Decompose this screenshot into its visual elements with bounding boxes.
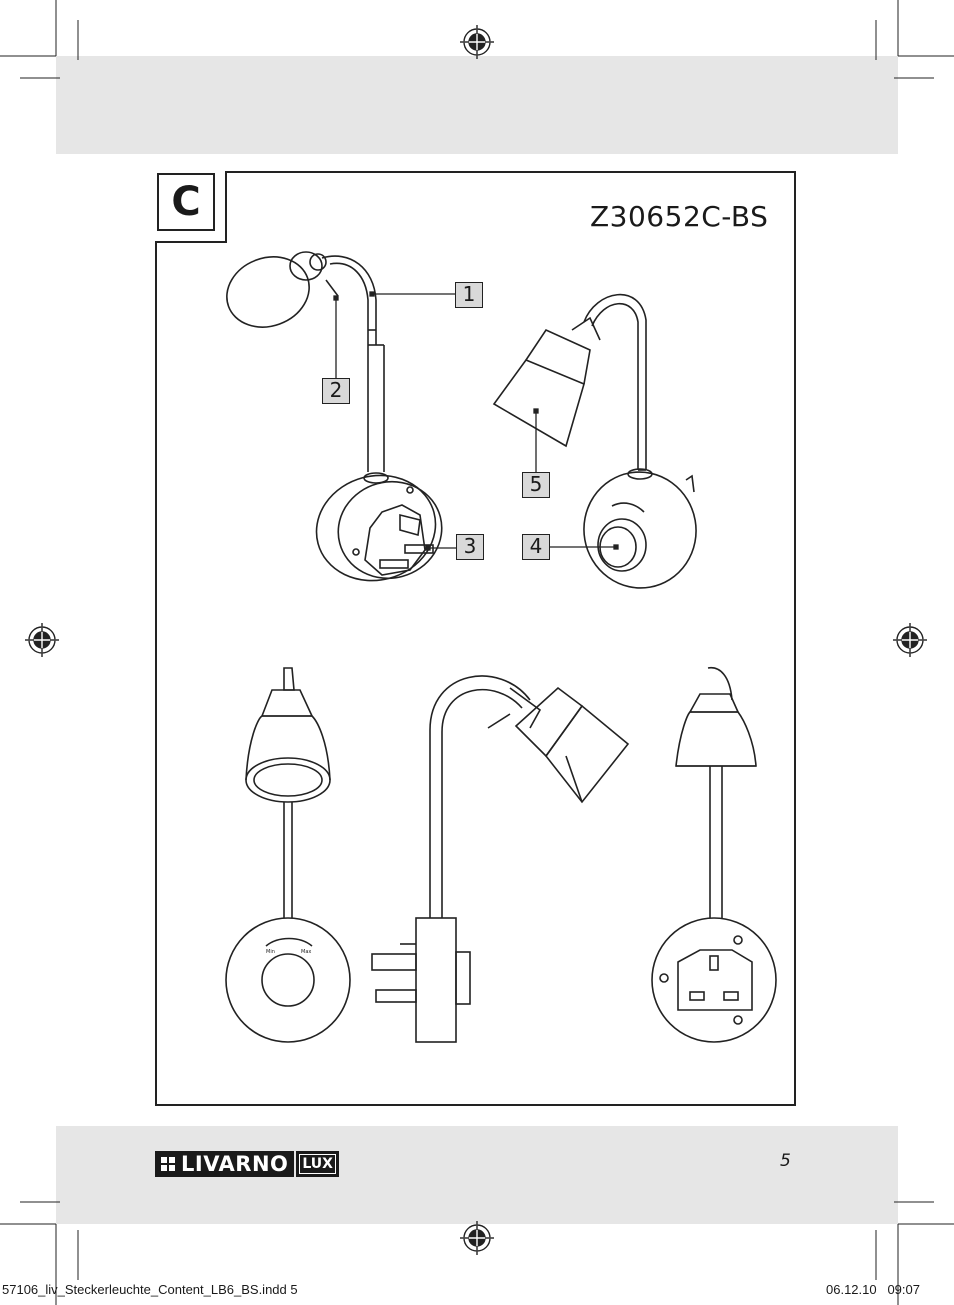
callout-5: 5 <box>522 472 550 498</box>
brand-name: LIVARNO <box>181 1152 289 1176</box>
page-number: 5 <box>780 1151 791 1171</box>
lamp-view-side <box>371 675 630 1043</box>
lamp-view-front <box>225 667 351 1043</box>
dial-min-label: Min <box>266 949 275 955</box>
callout-4: 4 <box>522 534 550 560</box>
section-tab <box>155 171 227 243</box>
dial-max-label: Max <box>301 949 311 955</box>
lamp-view-front-dial <box>492 293 697 589</box>
leader-lines <box>333 291 619 551</box>
lamp-view-back-plug <box>226 251 443 582</box>
section-letter: C <box>157 173 215 231</box>
callout-1: 1 <box>455 282 483 308</box>
lamp-view-back-socket <box>651 667 777 1043</box>
callout-3: 3 <box>456 534 484 560</box>
slug-datetime: 06.12.10 09:07 <box>826 1282 920 1297</box>
callout-2: 2 <box>322 378 350 404</box>
brand-mark-icon <box>161 1157 175 1171</box>
model-number: Z30652C-BS <box>590 200 769 233</box>
slug-filename: 57106_liv_Steckerleuchte_Content_LB6_BS.… <box>2 1282 298 1297</box>
brand-sub: LUX <box>299 1154 336 1174</box>
top-gray-band <box>56 56 898 154</box>
registration-marks <box>25 25 927 1255</box>
brand-logo: LIVARNO LUX <box>155 1151 339 1177</box>
